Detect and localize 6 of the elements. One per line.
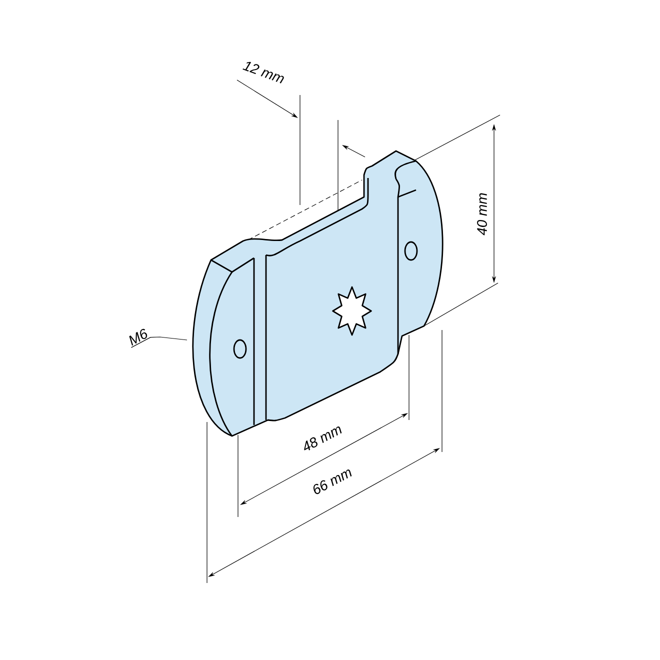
part-label: M6 [129,328,148,346]
dimension-label: 12 mm [242,62,284,84]
dimension-label: 66 mm [313,470,352,494]
dimension-label: 40 mm [477,193,487,236]
leader-line [130,336,188,348]
dimension-label: 48 mm [304,426,342,450]
